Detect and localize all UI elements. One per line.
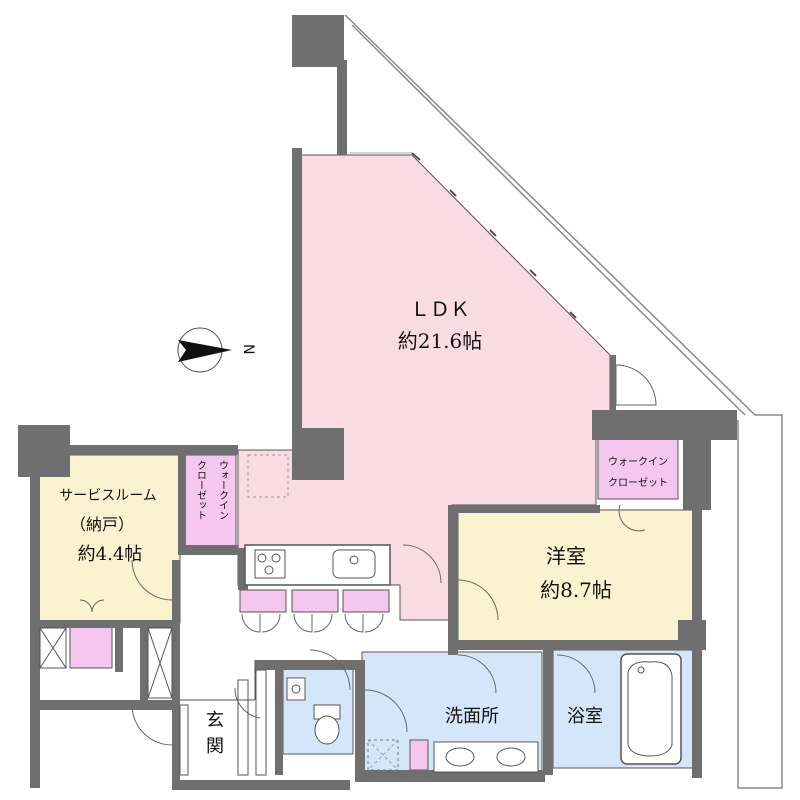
shoe-box-1 (239, 589, 287, 613)
wash-basins (367, 739, 539, 773)
cabinet-doors (79, 599, 384, 633)
wic-left-floor (182, 454, 237, 552)
bathtub (620, 653, 682, 765)
yokushitsu-name: 浴室 (567, 706, 603, 727)
shelf-box (69, 621, 113, 669)
genkan-name-2: 関 (206, 736, 224, 757)
toilet (286, 677, 341, 745)
kitchen-counter (244, 454, 391, 586)
ldk-name: ＬＤＫ (410, 297, 470, 321)
ldk-area: 約21.6帖 (398, 329, 483, 353)
room-fills (37, 154, 699, 775)
storage-boxes (39, 627, 267, 776)
service-room-area: 約4.4帖 (78, 544, 143, 565)
balcony-outline (344, 14, 783, 789)
compass-label: N (240, 344, 256, 354)
wic-left-line2: クローゼット (195, 460, 207, 520)
walls (18, 15, 737, 790)
service-room-sub: （納戸） (70, 515, 134, 534)
service-room-floor (37, 454, 181, 624)
wic-right-line2: クローゼット (608, 477, 668, 489)
wic-left-line1: ウォークイン (217, 460, 229, 520)
service-room-name: サービスルーム (59, 488, 157, 504)
youshitsu-area: 約8.7帖 (540, 578, 612, 602)
youshitsu-floor (457, 509, 699, 643)
senmenjo-name: 洗面所 (445, 706, 499, 727)
sink-counter (409, 739, 429, 771)
door-swings (131, 364, 657, 746)
wic-right-floor (597, 436, 679, 500)
window-marks (350, 152, 577, 319)
compass-arrow-icon (178, 340, 232, 362)
youshitsu-name: 洋室 (546, 544, 586, 568)
shoe-box-3 (342, 589, 390, 613)
shoe-box-2 (291, 589, 339, 613)
genkan-name-1: 玄 (206, 710, 224, 731)
entrance-inner-lines (180, 660, 256, 701)
wic-right-line1: ウォークイン (608, 456, 668, 468)
compass (177, 327, 232, 373)
